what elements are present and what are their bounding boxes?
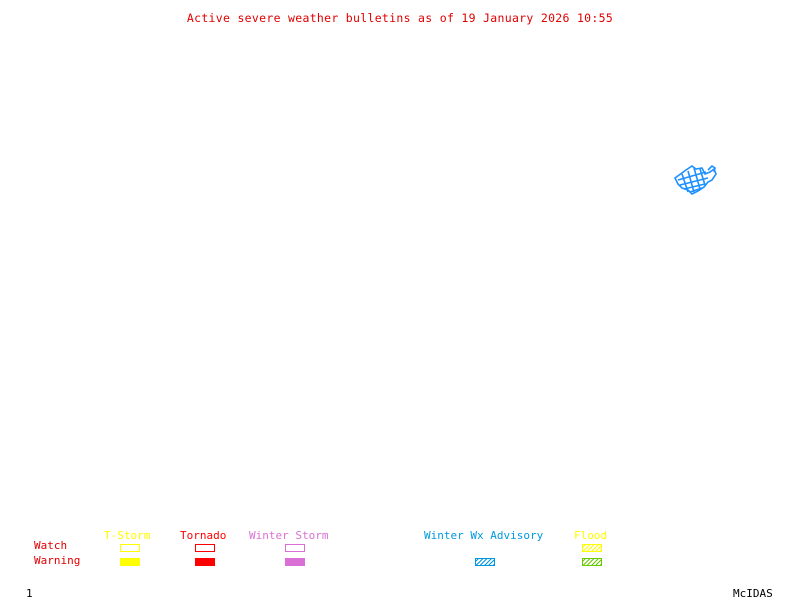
legend-row-watch: Watch — [34, 539, 68, 552]
frame-number: 1 — [26, 587, 33, 600]
swatch-flood-watch — [582, 544, 602, 552]
legend-label-flood: Flood — [574, 529, 608, 542]
software-label: McIDAS — [733, 587, 773, 600]
legend-label-tstorm: T-Storm — [104, 529, 151, 542]
swatch-tstorm-warning — [120, 558, 140, 566]
swatch-winter-wx-advisory — [475, 558, 495, 566]
swatch-tornado-watch — [195, 544, 215, 552]
swatch-winter-storm-watch — [285, 544, 305, 552]
bulletin-title: Active severe weather bulletins as of 19… — [186, 11, 614, 25]
swatch-tornado-warning — [195, 558, 215, 566]
swatch-flood-warning — [582, 558, 602, 566]
legend-label-winter-storm: Winter Storm — [249, 529, 329, 542]
swatch-tstorm-watch — [120, 544, 140, 552]
legend-label-winter-wx-advisory: Winter Wx Advisory — [424, 529, 544, 542]
legend-label-tornado: Tornado — [180, 529, 227, 542]
swatch-winter-storm-warning — [285, 558, 305, 566]
legend-row-warning: Warning — [34, 554, 81, 567]
winter-advisory-area[interactable] — [672, 160, 720, 198]
map-area — [0, 30, 800, 520]
